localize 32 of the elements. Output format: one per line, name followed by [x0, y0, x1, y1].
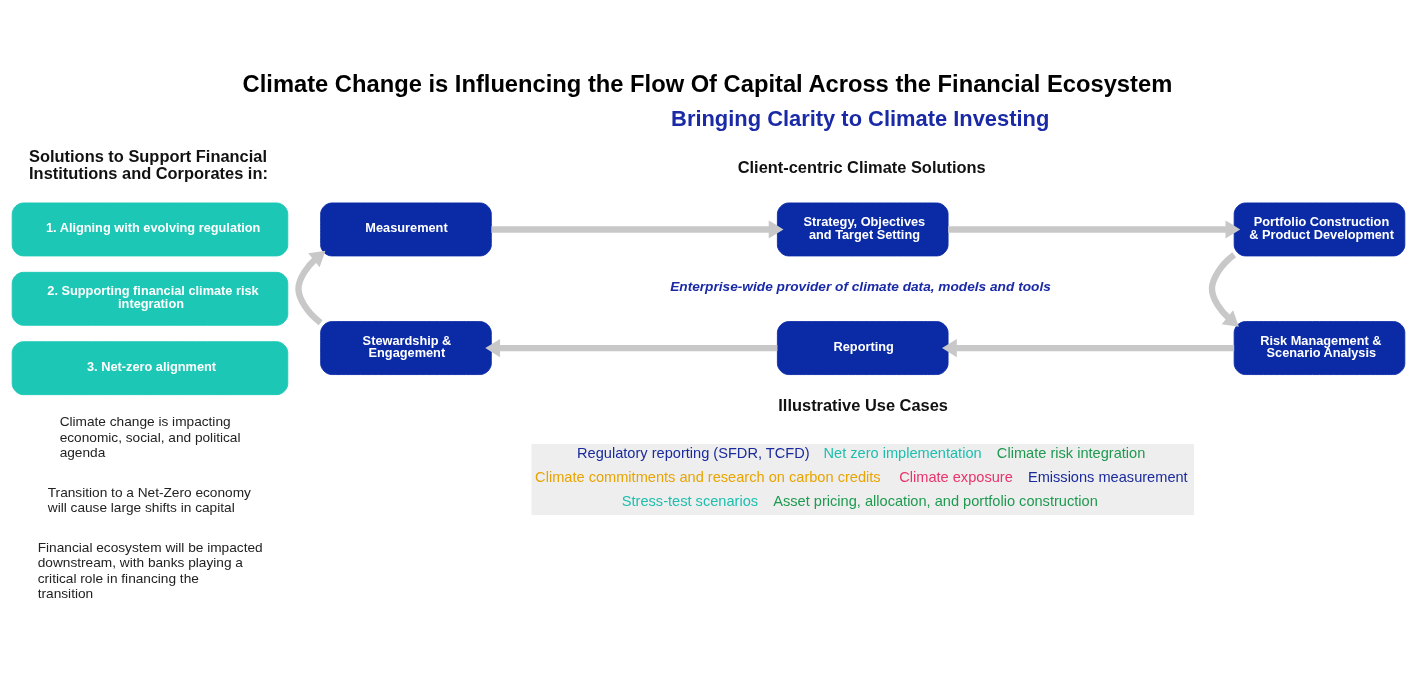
diagram-title: Climate Change is Influencing the Flow Of Capital Across the Financial Ecosystem — [242, 70, 1173, 97]
label: Client-centric Climate Solutions — [737, 157, 986, 176]
node-box: 3. Net-zero alignment — [11, 340, 289, 395]
arrow — [1208, 251, 1239, 327]
label: Solutions to Support Financial Institutions and Corporates in: — [29, 146, 268, 182]
label: Climate exposure — [899, 468, 1013, 485]
node-box: Reporting — [776, 320, 949, 375]
node-box: Stewardship & Engagement — [320, 320, 492, 375]
arrow — [485, 338, 778, 357]
label: Bringing Clarity to Climate Investing — [671, 105, 1050, 131]
arrow — [491, 219, 784, 238]
arrow — [942, 338, 1235, 357]
label: Regulatory reporting (SFDR, TCFD) — [577, 444, 810, 461]
label: Stress-test scenarios — [621, 492, 759, 509]
label: Climate risk integration — [996, 444, 1146, 461]
label: Illustrative Use Cases — [778, 395, 948, 413]
node-box: 1. Aligning with evolving regulation — [11, 202, 289, 256]
label: Transition to a Net-Zero economy will cause large shifts in capital — [47, 484, 251, 515]
node-box: Strategy, Objectives and Target Setting — [776, 202, 949, 256]
node-box: 2. Supporting financial climate risk integration — [11, 271, 289, 326]
label: Net zero implementation — [823, 444, 982, 461]
arrow — [948, 219, 1241, 238]
node-box: Measurement — [320, 202, 492, 256]
label: Climate change is impacting economic, social, and political agenda — [59, 413, 241, 460]
label: Enterprise-wide provider of climate data, models and tools — [670, 278, 1051, 294]
label: Financial ecosystem will be impacted downstream, with banks playing a critical role in financing the transition — [37, 539, 263, 601]
label: Emissions measurement — [1027, 468, 1188, 485]
node-box: Portfolio Construction & Product Development — [1233, 202, 1406, 256]
arrow — [295, 250, 326, 325]
node-box: Risk Management & Scenario Analysis — [1233, 320, 1406, 375]
label: Asset pricing, allocation, and portfolio construction — [773, 492, 1098, 509]
label: Climate commitments and research on carbon credits — [535, 468, 881, 485]
